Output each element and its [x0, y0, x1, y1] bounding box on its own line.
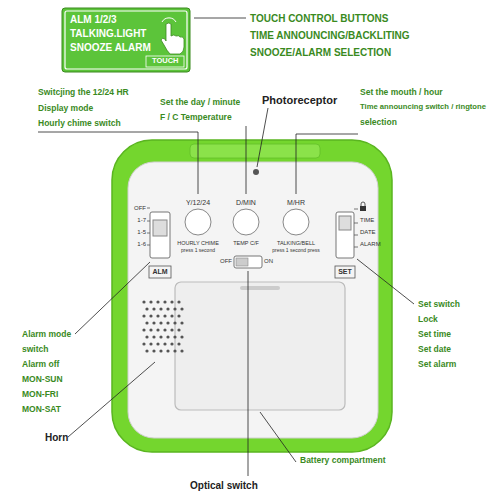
- callout-label: Alarm off: [22, 360, 59, 369]
- callout-label: Time announcing switch / ringtone: [360, 103, 486, 111]
- callout-label: ALARM: [360, 241, 381, 248]
- callout-label: TIME: [360, 217, 374, 224]
- callout-label: MON-FRI: [22, 390, 58, 399]
- callout-label: Horn: [45, 432, 68, 443]
- callout-label: ON: [264, 258, 273, 265]
- callout-label: press 1 second press: [272, 248, 320, 254]
- callout-label: 1-6: [137, 241, 146, 248]
- callout-label: Optical switch: [190, 480, 258, 491]
- callout-label: HOURLY CHIME: [177, 240, 219, 246]
- callout-label: TALKING/BELL: [277, 240, 315, 246]
- callout-label: Set the mouth / hour: [360, 88, 443, 97]
- callout-label: 1-7: [137, 217, 146, 224]
- touch-label-panel: ALM 1/2/3TALKING.LIGHT SNOOZE ALARMTOUCH: [62, 8, 190, 72]
- callout-label: selection: [360, 118, 397, 127]
- callout-label: Switcjing the 12/24 HR: [38, 88, 129, 97]
- callout-label: D/MIN: [236, 199, 256, 207]
- callout-label: Display mode: [38, 104, 93, 113]
- callout-label: MON-SAT: [22, 405, 61, 414]
- panel-text: ALM 1/2/3: [70, 14, 117, 25]
- callout-label: SET: [338, 268, 352, 276]
- panel-text: TOUCH: [152, 57, 179, 65]
- callout-label: Set time: [418, 330, 451, 339]
- callout-label: OFF: [220, 258, 232, 265]
- callout-label: Set switch: [418, 300, 460, 309]
- callout-label: SNOOZE/ALARM SELECTION: [250, 47, 391, 58]
- panel-text: TALKING.LIGHT: [70, 28, 146, 39]
- callout-label: Lock: [418, 315, 438, 324]
- callout-label: 1-5: [137, 229, 146, 236]
- callout-label: Battery compartment: [300, 456, 386, 465]
- callout-label: Set the day / minute: [160, 98, 240, 107]
- callout-label: MON-SUN: [22, 375, 63, 384]
- callout-label: Set alarm: [418, 360, 456, 369]
- panel-text: SNOOZE ALARM: [70, 42, 151, 53]
- callout-label: M/HR: [287, 199, 305, 207]
- callout-label: TIME ANNOUNCING/BACKLITING: [250, 30, 410, 41]
- callout-label: TEMP C/F: [233, 240, 259, 246]
- callout-label: press 1 second: [181, 248, 215, 254]
- callout-label: ALM: [152, 268, 167, 276]
- callout-label: Photoreceptor: [262, 94, 337, 106]
- callout-label: OFF: [134, 205, 146, 212]
- callout-label: Alarm mode: [22, 330, 71, 339]
- callout-label: DATE: [360, 229, 376, 236]
- callout-label: Y/12/24: [186, 199, 210, 207]
- callout-label: Set date: [418, 345, 451, 354]
- callout-label: Hourly chime switch: [38, 119, 121, 128]
- callout-label: F / C Temperature: [160, 113, 232, 122]
- callout-label: TOUCH CONTROL BUTTONS: [250, 13, 388, 24]
- callout-label: switch: [22, 345, 48, 354]
